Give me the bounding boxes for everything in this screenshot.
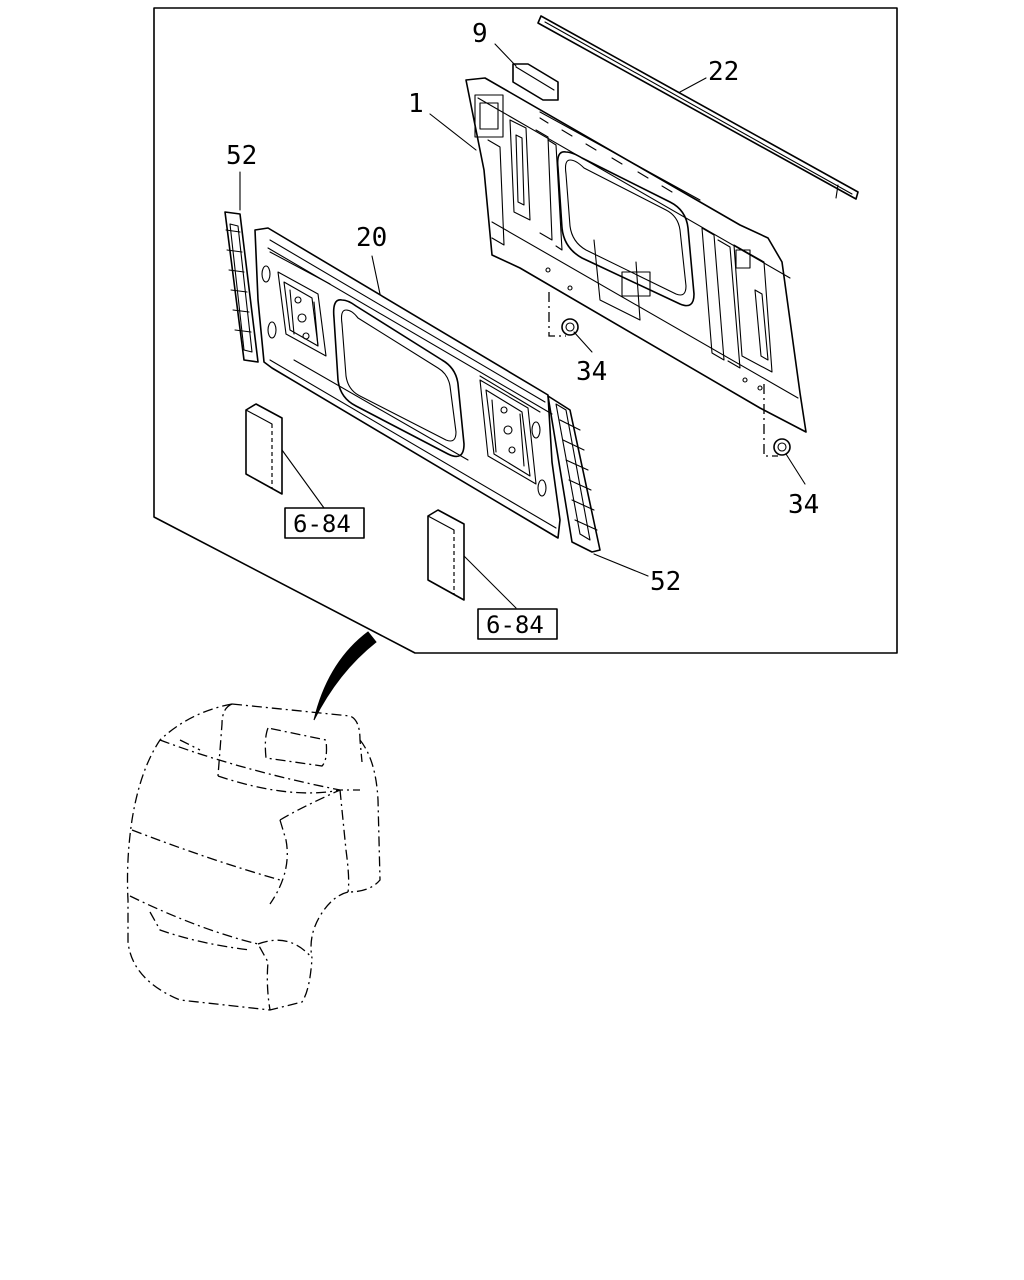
part-52-left-strip [224,211,259,363]
truck-cab-outline [126,703,381,1011]
svg-text:6-84: 6-84 [293,510,351,538]
callout-9: 9 [472,19,488,49]
leader-lines [239,43,806,609]
part-9-pad [512,63,559,101]
part-20-inner-panel [254,227,561,539]
insulation-pad-right [427,509,465,601]
detail-pointer [313,631,377,721]
reference-box-right: 6-84 [477,608,558,640]
svg-text:6-84: 6-84 [486,611,544,639]
part-34-clip-lower [763,384,791,457]
callout-34-lower: 34 [788,490,819,520]
callout-20: 20 [356,223,387,253]
part-52-right-strip [547,395,601,553]
detail-frame [153,7,898,654]
reference-box-left: 6-84 [284,507,365,539]
callout-1: 1 [408,89,424,119]
insulation-pad-left [245,403,283,495]
callout-52-right: 52 [650,567,681,597]
callout-34-upper: 34 [576,357,607,387]
callout-22: 22 [708,57,739,87]
part-34-clip-upper [548,292,579,337]
callout-52-left: 52 [226,141,257,171]
part-22-rail [537,15,859,200]
part-1-outer-panel [465,77,807,433]
